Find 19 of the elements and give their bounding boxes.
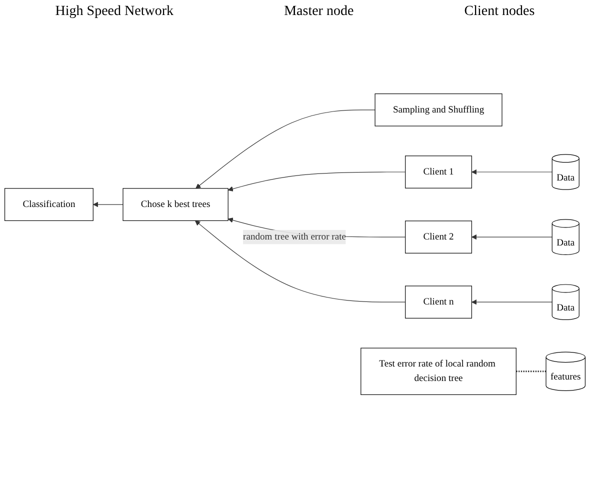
node-box: Classification xyxy=(4,188,94,221)
arrow xyxy=(471,234,552,240)
node-box: Client n xyxy=(405,285,472,318)
section-heading: High Speed Network xyxy=(55,4,174,20)
node-box: Client 1 xyxy=(405,155,472,188)
section-heading: Client nodes xyxy=(464,4,535,20)
arrow xyxy=(471,169,552,174)
arrow xyxy=(92,202,124,207)
arrow xyxy=(228,172,406,192)
arrow xyxy=(194,220,406,302)
arrow xyxy=(471,299,552,304)
edge-label: random tree with error rate xyxy=(243,231,346,242)
node-box: Chose k best trees xyxy=(122,188,228,221)
node-box: Test error rate of local random decision tree xyxy=(360,348,516,395)
node-box: Client 2 xyxy=(405,220,472,254)
section-heading: Master node xyxy=(284,4,354,20)
connector xyxy=(516,370,546,372)
arrow xyxy=(196,109,376,188)
node-box: Sampling and Shuffling xyxy=(374,93,502,126)
